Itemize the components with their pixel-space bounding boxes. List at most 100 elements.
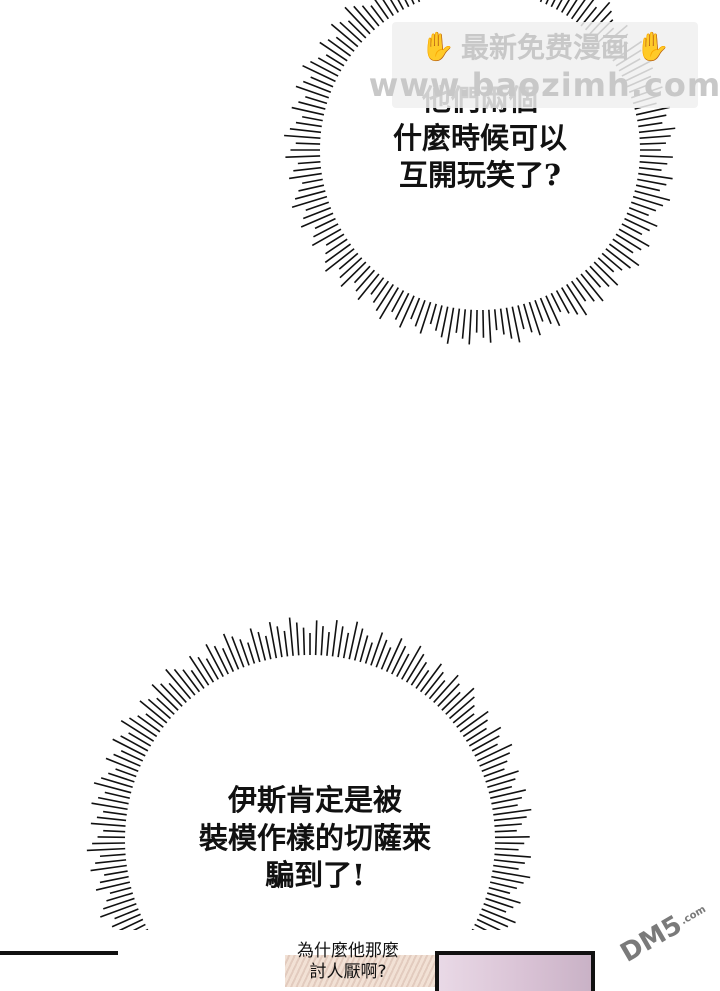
burst-line xyxy=(490,882,517,888)
burst-line xyxy=(284,135,320,138)
burst-line xyxy=(302,179,323,183)
burst-line xyxy=(328,40,350,56)
burst-line xyxy=(489,888,510,894)
burst-line xyxy=(598,258,613,272)
burst-line xyxy=(289,174,322,179)
burst-line xyxy=(296,86,329,97)
burst-line xyxy=(270,622,277,658)
burst-line xyxy=(366,643,373,664)
burst-line xyxy=(640,156,673,157)
burst-line xyxy=(546,296,560,326)
burst-line xyxy=(103,831,125,832)
burst-line xyxy=(340,258,362,278)
burst-line xyxy=(638,174,672,179)
burst-line xyxy=(436,305,442,330)
burst-line xyxy=(487,893,520,903)
burst-line xyxy=(302,117,323,121)
burst-line xyxy=(373,281,388,302)
pointing-hand-icon: ✋ xyxy=(635,30,670,63)
dm5-logo: DM5.com xyxy=(608,876,720,987)
burst-line xyxy=(292,108,324,115)
burst-line xyxy=(103,812,127,815)
burst-line xyxy=(104,871,127,875)
burst-line xyxy=(494,817,527,820)
burst-line xyxy=(304,628,305,655)
lower-bubble-text: 伊斯肯定是被 裝模作樣的切薩萊 騙到了! xyxy=(170,782,460,895)
watermark-url: www.baozimh.com xyxy=(369,66,720,104)
burst-line xyxy=(354,6,375,29)
burst-line xyxy=(371,633,382,666)
burst-line xyxy=(535,300,543,321)
burst-line xyxy=(100,877,129,883)
burst-line xyxy=(338,626,343,657)
previous-bubble-edge xyxy=(140,0,280,10)
burst-line xyxy=(344,633,349,658)
burst-line xyxy=(110,888,131,894)
burst-line xyxy=(629,208,648,216)
burst-line xyxy=(305,97,327,104)
burst-line xyxy=(494,824,521,826)
small-caption-text: 為什麼他那麼 討人厭啊? xyxy=(268,941,428,984)
burst-line xyxy=(430,304,436,324)
burst-line xyxy=(489,787,512,793)
burst-line xyxy=(457,714,474,727)
burst-line xyxy=(301,213,333,227)
logo-suffix: .com xyxy=(679,904,708,927)
pointing-hand-icon: ✋ xyxy=(420,30,455,63)
burst-line xyxy=(290,129,321,132)
burst-line xyxy=(456,309,459,333)
burst-line xyxy=(100,904,136,917)
burst-line xyxy=(638,123,662,127)
burst-line xyxy=(492,871,530,877)
burst-line xyxy=(590,266,609,286)
burst-line xyxy=(495,831,517,832)
burst-line xyxy=(442,692,460,710)
burst-line xyxy=(616,234,641,250)
burst-line xyxy=(91,823,126,826)
panel-border-left xyxy=(0,951,118,955)
burst-line xyxy=(484,769,505,777)
burst-line xyxy=(266,636,271,659)
burst-line xyxy=(493,810,531,815)
burst-line xyxy=(640,162,668,164)
burst-line xyxy=(318,58,341,71)
burst-line xyxy=(625,219,650,231)
burst-line xyxy=(339,253,358,269)
burst-line xyxy=(602,253,622,270)
burst-line xyxy=(483,310,484,338)
burst-line xyxy=(191,670,204,688)
burst-line xyxy=(491,798,521,804)
burst-line xyxy=(92,803,128,809)
burst-line xyxy=(613,239,633,253)
burst-line xyxy=(146,714,163,727)
burst-line xyxy=(290,618,294,656)
burst-line xyxy=(489,310,491,343)
burst-line xyxy=(92,843,125,844)
burst-line xyxy=(397,654,409,677)
burst-line xyxy=(482,909,516,923)
burst-line xyxy=(95,860,126,863)
burst-line xyxy=(576,0,594,22)
burst-line xyxy=(138,716,160,732)
burst-line xyxy=(316,620,317,655)
burst-line xyxy=(640,143,666,144)
burst-line xyxy=(296,123,322,127)
burst-line xyxy=(400,296,414,328)
burst-line xyxy=(392,646,406,674)
burst-line xyxy=(493,865,518,869)
burst-line xyxy=(441,307,447,338)
burst-line xyxy=(416,670,429,688)
burst-line xyxy=(495,849,519,850)
burst-line xyxy=(87,849,125,851)
burst-line xyxy=(320,42,347,60)
burst-line xyxy=(258,632,265,660)
burst-line xyxy=(606,249,631,268)
burst-line xyxy=(480,753,510,766)
burst-line xyxy=(479,914,507,926)
burst-line xyxy=(336,37,354,51)
burst-line xyxy=(348,21,365,38)
burst-line xyxy=(639,168,661,171)
burst-line xyxy=(637,179,666,184)
burst-line xyxy=(285,156,320,157)
burst-line xyxy=(310,62,338,76)
